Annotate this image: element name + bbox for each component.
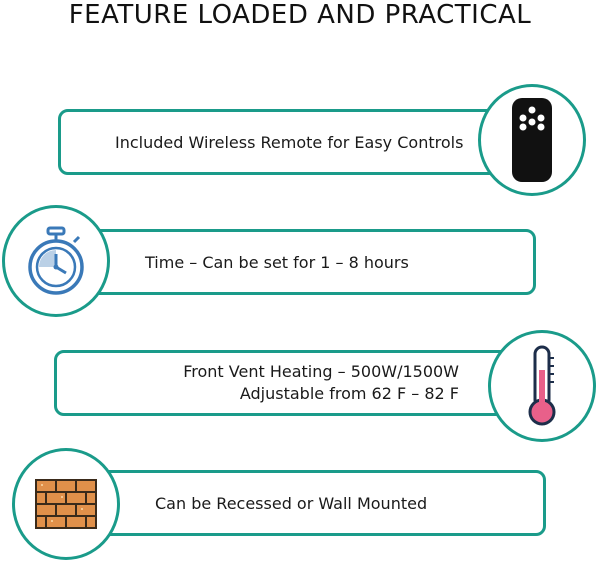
feature-label-timer: Time – Can be set for 1 – 8 hours (145, 252, 409, 272)
thermometer-circle (488, 330, 596, 442)
brick-wall-icon (35, 479, 97, 529)
feature-box-timer: Time – Can be set for 1 – 8 hours (74, 229, 536, 295)
page-title: FEATURE LOADED AND PRACTICAL (68, 0, 532, 30)
brick-circle (12, 448, 120, 560)
feature-label-heating: Front Vent Heating – 500W/1500W Adjustab… (183, 361, 459, 405)
timer-circle (2, 205, 110, 317)
feature-label-mounting: Can be Recessed or Wall Mounted (155, 493, 428, 513)
feature-label-remote: Included Wireless Remote for Easy Contro… (115, 132, 464, 152)
remote-control-icon (512, 98, 552, 182)
stopwatch-icon (28, 226, 84, 295)
feature-box-remote: Included Wireless Remote for Easy Contro… (58, 109, 518, 175)
remote-circle (478, 84, 586, 196)
heating-line-1: Front Vent Heating – 500W/1500W (183, 362, 459, 381)
heating-line-2: Adjustable from 62 F – 82 F (239, 384, 459, 403)
thermometer-icon (528, 345, 556, 426)
feature-box-heating: Front Vent Heating – 500W/1500W Adjustab… (54, 350, 518, 416)
feature-box-mounting: Can be Recessed or Wall Mounted (84, 470, 546, 536)
